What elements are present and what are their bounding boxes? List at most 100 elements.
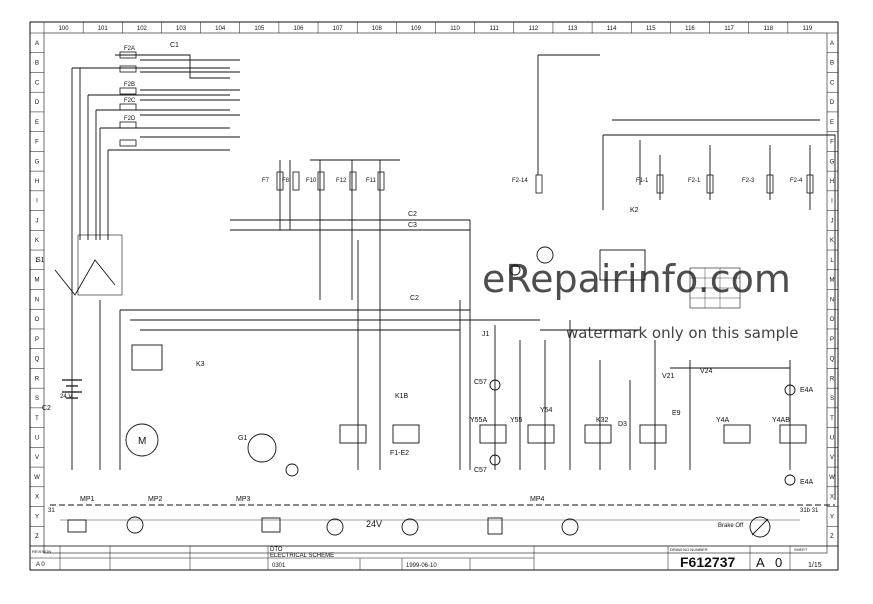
component-labels: C1 C2 24 V S1 K3 G1 M J1 K2 C3 C2 C2 F1-… [36,42,814,529]
column-label: 105 [254,26,265,32]
label-c57-bottom: C57 [474,467,487,474]
label-c2: C2 [42,405,51,412]
title-line1: DTO [270,547,283,553]
label-c57-top: C57 [474,379,487,386]
row-label: T [830,416,834,422]
row-label: N [35,297,39,303]
row-label: A [35,41,39,47]
row-label: O [830,317,835,323]
label-f7: F7 [262,178,270,184]
label-j1: J1 [482,331,490,338]
column-label: 110 [450,26,460,32]
lamp-icon [326,518,344,536]
lamp-symbols [489,246,796,486]
drawing-number: F612737 [680,554,735,570]
label-f1-1: F1-1 [636,178,649,184]
row-label: H [35,179,39,185]
column-label: 106 [293,26,304,32]
label-battery-v: 24 V [60,394,72,400]
drawing-no-label: DRAW NO NUMBER [670,547,708,552]
marker-31b: 31b 31 [800,508,819,514]
row-label: I [36,199,38,205]
battery-icon [67,519,87,533]
row-label: U [35,435,39,441]
row-label: H [830,179,834,185]
row-label: Y [830,514,834,520]
battery-c2 [62,379,82,399]
stop-icon [561,518,579,536]
row-label: C [830,80,835,86]
label-e4a-top: E4A [800,387,814,394]
column-label: 104 [215,26,226,32]
label-f11: F11 [366,178,377,184]
row-label: S [35,396,39,402]
row-label: G [830,159,835,165]
label-y4ab: Y4AB [772,417,790,424]
title-block: REVISION A 0 DTO ELECTRICAL SCHEME 0301 … [29,545,839,571]
row-label: V [830,455,834,461]
fuse-symbols [119,51,814,194]
wiring [50,54,836,521]
column-label: 119 [803,26,813,32]
generator-g1 [247,433,299,477]
row-label: D [35,100,40,106]
label-e4a-bottom: E4A [800,479,814,486]
label-f2-3: F2-3 [742,178,755,184]
column-label: 118 [763,26,773,32]
label-f2b: F2B [124,82,135,88]
row-label: D [830,100,835,106]
row-label: M [35,278,40,284]
label-f2-14: F2-14 [512,178,528,184]
row-label: S [830,396,834,402]
bus-markers: MP1 MP2 MP3 MP4 31 Brake Off 31b 31 [48,496,819,529]
fuse-labels: F2A F2B F2C F2D F7 F8 F10 F12 F11 F2-14 … [124,46,803,184]
row-label: G [35,159,40,165]
row-label: P [35,337,39,343]
label-v21: V21 [662,373,675,380]
column-label: 103 [176,26,187,32]
row-label: A [830,41,834,47]
fuel-pump-icon [487,517,503,535]
column-label: 100 [59,26,70,32]
revision-letter: A [756,555,765,570]
row-label: U [830,435,834,441]
label-c2c: C2 [410,295,419,302]
row-label: E [830,120,834,126]
column-label: 109 [411,26,422,32]
column-label: 116 [685,26,695,32]
valid-from: 0301 [272,563,286,569]
column-label: 114 [607,26,617,32]
sheet-label: SHEET [794,547,808,552]
label-y54: Y54 [540,407,553,414]
column-label: 108 [372,26,383,32]
row-label: E [35,120,39,126]
label-y55a: Y55A [470,417,487,424]
marker-31: 31 [48,508,55,514]
row-label: X [830,495,834,501]
label-24v: 24V [366,519,382,529]
gauge-icon [126,516,144,534]
row-label: K [35,238,39,244]
row-label: F [35,140,39,146]
label-m: M [138,436,146,447]
watermark: eRepairinfo.com watermark only on this s… [482,257,799,342]
row-label: Y [35,514,39,520]
watermark-main: eRepairinfo.com [482,257,791,301]
label-f8: F8 [282,178,290,184]
row-label: L [35,258,39,264]
bottom-pictograms [67,516,771,538]
row-label: L [830,258,834,264]
label-f12: F12 [336,178,347,184]
label-y4a: Y4A [716,417,730,424]
row-label: X [35,495,39,501]
row-label: R [830,376,835,382]
marker-mp3: MP3 [236,496,251,503]
motor-m [125,423,159,457]
row-label: Q [830,357,835,363]
row-label: C [35,80,40,86]
label-c2b: C2 [408,211,417,218]
marker-mp4: MP4 [530,496,545,503]
